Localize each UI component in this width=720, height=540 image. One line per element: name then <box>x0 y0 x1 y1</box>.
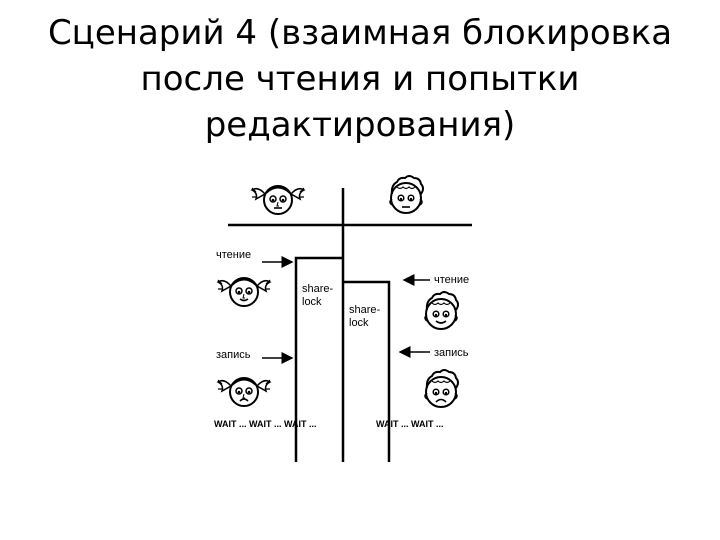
boy-face-icon <box>424 369 459 408</box>
left-lock-label-2: lock <box>302 296 322 308</box>
right-lock-label-2: lock <box>349 317 369 329</box>
right-wait-label: WAIT ... WAIT ... <box>376 419 444 429</box>
girl-face-icon <box>217 377 271 407</box>
boy-face-icon <box>389 175 424 214</box>
left-write-label: запись <box>216 349 251 361</box>
title-line-2: после чтения и попытки <box>140 59 580 99</box>
left-read-label: чтение <box>216 249 251 261</box>
right-lock-bracket <box>343 280 391 462</box>
left-lock-bracket <box>294 256 343 462</box>
left-wait-label: WAIT ... WAIT ... WAIT ... <box>214 419 317 429</box>
title-line-1: Сценарий 4 (взаимная блокировка <box>47 13 673 53</box>
boy-face-icon <box>424 291 459 330</box>
right-write-label: запись <box>434 347 469 359</box>
left-lock-label-1: share- <box>302 283 334 295</box>
right-read-label: чтение <box>434 274 469 286</box>
title-line-3: редактирования) <box>204 105 516 145</box>
girl-face-icon <box>217 277 271 307</box>
right-lock-label-1: share- <box>349 304 381 316</box>
girl-face-icon <box>251 185 305 215</box>
slide-title: Сценарий 4 (взаимная блокировка после чт… <box>40 10 680 148</box>
